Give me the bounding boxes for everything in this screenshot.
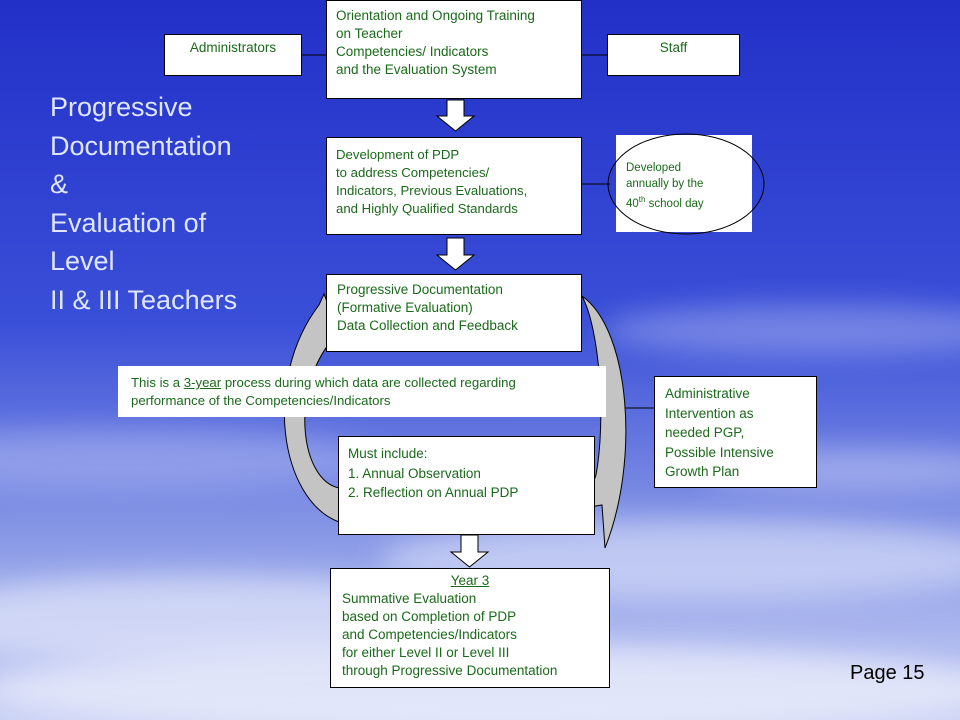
title-line: II & III Teachers [50, 284, 238, 315]
summative-line: for either Level II or Level III [342, 645, 510, 660]
developed-note: Developed annually by the 40th school da… [626, 160, 704, 212]
title-line: Evaluation of [50, 207, 207, 238]
orientation-box: Orientation and Ongoing Training on Teac… [326, 0, 582, 99]
page-number: Page 15 [850, 662, 925, 684]
developed-day-text: school day [645, 197, 704, 210]
pdp-line: and Highly Qualified Standards [336, 201, 518, 216]
progressive-line: Progressive Documentation [337, 282, 503, 297]
orientation-line: on Teacher [336, 26, 403, 41]
administrators-box: Administrators [164, 34, 302, 76]
cycle-arrow-left [283, 292, 341, 523]
title-line: & [50, 169, 69, 199]
summative-line: and Competencies/Indicators [342, 627, 517, 642]
summative-line: through Progressive Documentation [342, 663, 558, 678]
process-duration: 3-year [183, 375, 222, 390]
orientation-line: Competencies/ Indicators [336, 44, 489, 59]
staff-label: Staff [659, 40, 688, 55]
arrow-down-2 [435, 237, 476, 271]
orientation-line: and the Evaluation System [336, 62, 497, 77]
process-box: This is a 3-year process during which da… [118, 366, 606, 417]
intervention-box: Administrative Intervention as needed PG… [654, 376, 817, 488]
summative-line: Summative Evaluation [342, 591, 477, 606]
process-line: performance of the Competencies/Indicato… [131, 393, 391, 408]
progressive-line: (Formative Evaluation) [337, 300, 473, 315]
process-text: This is a [131, 375, 184, 390]
developed-day-number: 40 [626, 197, 639, 210]
progressive-box: Progressive Documentation (Formative Eva… [326, 274, 582, 352]
summative-line: based on Completion of PDP [342, 609, 517, 624]
arrow-down-3 [449, 534, 490, 568]
arrow-down-1 [435, 99, 476, 132]
developed-day-suffix: th [638, 195, 646, 204]
must-include-box: Must include: 1. Annual Observation 2. R… [338, 436, 595, 535]
pdp-line: to address Competencies/ [336, 165, 490, 180]
intervention-line: needed PGP, [665, 425, 745, 440]
developed-line: Developed [626, 162, 681, 174]
must-include-line: 2. Reflection on Annual PDP [348, 485, 519, 500]
staff-box: Staff [607, 34, 740, 76]
pdp-line: Development of PDP [336, 147, 460, 162]
must-include-line: 1. Annual Observation [348, 465, 481, 481]
intervention-line: Growth Plan [665, 464, 740, 479]
administrators-label: Administrators [189, 40, 277, 55]
title-line: Documentation [50, 130, 232, 161]
intervention-line: Possible Intensive [665, 444, 774, 460]
title-line: Progressive [50, 92, 193, 122]
summative-year: Year 3 [450, 573, 490, 588]
summative-box: Year 3 Summative Evaluation based on Com… [330, 568, 610, 688]
developed-line: annually by the [626, 178, 704, 190]
process-text: process during which data are collected … [221, 375, 516, 390]
pdp-box: Development of PDP to address Competenci… [326, 137, 582, 235]
intervention-line: Administrative [665, 386, 750, 401]
title-line: Level [50, 246, 115, 276]
orientation-line: Orientation and Ongoing Training [336, 8, 535, 23]
intervention-line: Intervention as [665, 405, 754, 421]
must-include-line: Must include: [348, 446, 428, 461]
developed-ellipse [607, 133, 765, 235]
slide-title: Progressive Documentation & Evaluation o… [50, 88, 237, 319]
progressive-line: Data Collection and Feedback [337, 318, 518, 333]
pdp-line: Indicators, Previous Evaluations, [336, 183, 528, 198]
